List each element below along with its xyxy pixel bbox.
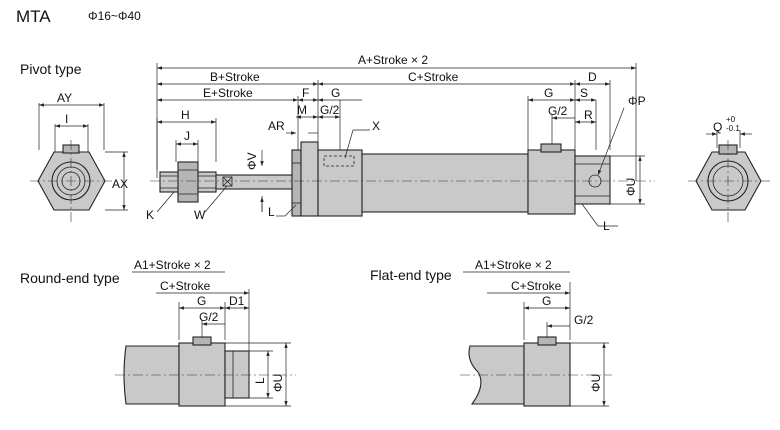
dim-g: G [331,86,340,100]
dim-g-half-right: G/2 [548,104,568,118]
dim-ay: AY [57,91,72,105]
leader-w: W [194,208,206,222]
pivot-cylinder-side-view: A+Stroke × 2 B+Stroke C+Stroke D E+Strok… [146,53,655,233]
bore-range: Φ16~Φ40 [88,9,141,23]
dim-c-stroke: C+Stroke [408,70,459,84]
flat-dim-g-half: G/2 [574,313,594,327]
pivot-type-title: Pivot type [20,61,82,77]
round-dim-u: ΦU [271,374,285,392]
leader-l-right: L [603,219,610,233]
dim-e-stroke: E+Stroke [203,86,253,100]
dim-b-stroke: B+Stroke [210,70,260,84]
dim-q-tol-upper: +0 [726,115,736,124]
round-dim-d1: D1 [229,294,245,308]
dim-q-tol-lower: -0.1 [726,124,740,133]
flat-dim-a1-stroke: A1+Stroke × 2 [475,258,552,272]
dim-d: D [588,70,597,84]
leader-x: X [372,119,380,133]
dim-m: M [297,103,307,117]
dim-s: S [580,86,588,100]
dim-ax: AX [112,177,128,191]
dim-v: ΦV [245,152,259,170]
dim-f: F [302,86,309,100]
dim-r: R [584,108,593,122]
leader-l: L [268,205,275,219]
flat-dim-g: G [542,294,551,308]
dim-g-right: G [544,86,553,100]
round-dim-l: L [253,377,267,384]
pivot-end-view-right: Q +0 -0.1 [688,115,770,222]
pivot-end-view-left: AY I AX [30,91,128,222]
dim-p: ΦP [628,94,646,108]
round-dim-c-stroke: C+Stroke [160,279,211,293]
dim-h: H [181,108,190,122]
dim-g-half: G/2 [320,103,340,117]
dim-j: J [184,129,190,143]
round-end-title: Round-end type [20,270,120,286]
round-dim-a1-stroke: A1+Stroke × 2 [134,258,211,272]
flat-dim-c-stroke: C+Stroke [511,279,562,293]
dim-ar: AR [268,119,285,133]
round-dim-g-half: G/2 [199,310,219,324]
flat-end-title: Flat-end type [370,267,452,283]
flat-dim-u: ΦU [589,374,603,392]
round-dim-g: G [197,294,206,308]
flat-end-drawing: A1+Stroke × 2 C+Stroke G G/2 ΦU [460,258,612,407]
dim-a-stroke: A+Stroke × 2 [358,53,428,67]
round-end-drawing: A1+Stroke × 2 C+Stroke G D1 G/2 L ΦU [115,258,296,407]
leader-k: K [146,208,154,222]
dim-i: I [65,112,68,126]
dim-u: ΦU [624,178,638,196]
model-title: MTA [16,7,51,26]
dim-q: Q [713,120,722,134]
